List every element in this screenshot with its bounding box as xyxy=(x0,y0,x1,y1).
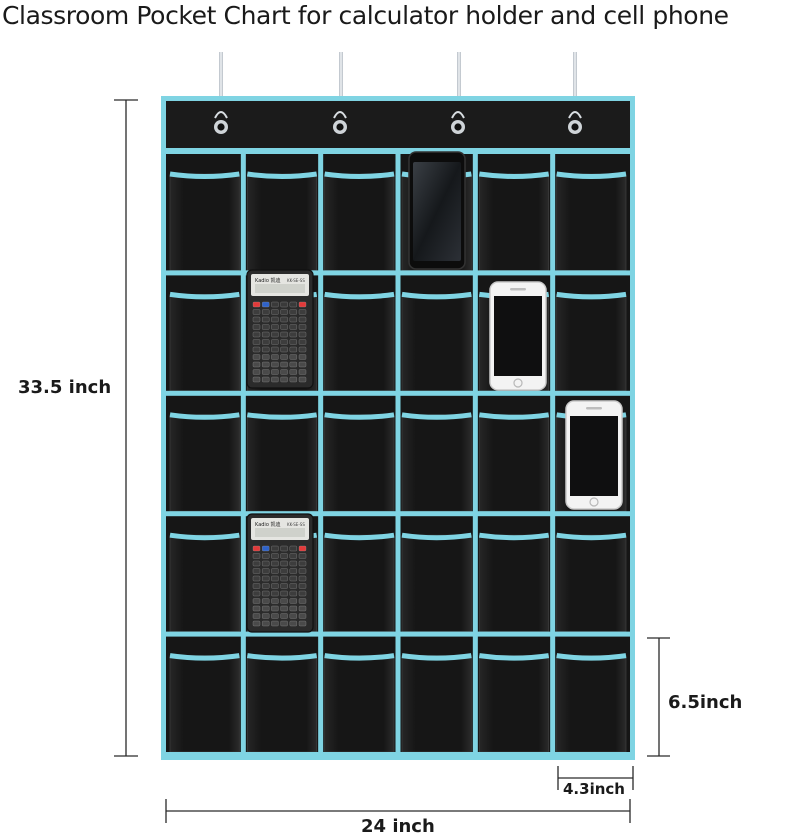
column-seam xyxy=(240,154,246,756)
height-label: 33.5 inch xyxy=(18,377,112,398)
svg-text:KK-SE-SS: KK-SE-SS xyxy=(287,522,305,527)
clear-pocket xyxy=(169,655,240,753)
phone-white-1 xyxy=(489,281,547,391)
svg-text:Kadio 凯迪: Kadio 凯迪 xyxy=(255,521,280,528)
pocket-top-trim xyxy=(401,653,472,661)
pocket-top-trim xyxy=(478,412,550,420)
pocket-top-trim xyxy=(324,291,395,300)
pocket-top-trim xyxy=(169,532,240,541)
pocket-top-trim xyxy=(401,532,472,541)
width-dimension-line xyxy=(165,799,631,823)
pocket-top-trim xyxy=(478,171,550,179)
clear-pocket xyxy=(324,414,395,512)
clear-pocket xyxy=(556,534,627,633)
pocket-top-trim xyxy=(556,291,627,300)
svg-text:Kadio 凯迪: Kadio 凯迪 xyxy=(255,277,280,284)
pocket-height-dimension-line xyxy=(647,637,670,757)
pocket-top-trim xyxy=(556,653,627,661)
pocket-top-trim xyxy=(324,532,395,541)
pocket-width-dimension-line xyxy=(557,766,634,790)
clear-pocket xyxy=(556,655,627,753)
clear-pocket xyxy=(478,414,550,512)
page-title: Classroom Pocket Chart for calculator ho… xyxy=(2,1,729,30)
phone-white-2 xyxy=(565,400,623,510)
clear-pocket xyxy=(169,534,240,633)
clear-pocket xyxy=(324,655,395,753)
phone-black xyxy=(408,151,466,270)
clear-pocket xyxy=(401,414,472,512)
pocket-grid xyxy=(163,154,633,757)
pocket-top-trim xyxy=(246,171,318,179)
calculator-2: Kadio 凯迪 KK-SE-SS xyxy=(246,513,314,633)
grommets xyxy=(214,111,582,134)
svg-text:KK-SE-SS: KK-SE-SS xyxy=(287,278,305,283)
column-seam xyxy=(550,154,556,756)
clear-pocket xyxy=(478,173,550,271)
pocket-top-trim xyxy=(556,171,627,179)
clear-pocket xyxy=(401,293,472,392)
clear-pocket xyxy=(478,655,550,753)
pocket-top-trim xyxy=(324,412,395,420)
clear-pocket xyxy=(324,173,395,271)
clear-pocket xyxy=(478,534,550,633)
pocket-top-trim xyxy=(556,532,627,541)
pocket-top-trim xyxy=(324,653,395,661)
pocket-top-trim xyxy=(246,653,318,661)
width-label: 24 inch xyxy=(361,816,435,837)
column-seam xyxy=(472,154,478,756)
pocket-width-label: 4.3inch xyxy=(563,780,625,798)
column-seam xyxy=(395,154,401,756)
clear-pocket xyxy=(556,173,627,271)
clear-pocket xyxy=(324,534,395,633)
pocket-top-trim xyxy=(324,171,395,179)
pocket-top-trim xyxy=(169,412,240,420)
clear-pocket xyxy=(401,534,472,633)
pocket-top-trim xyxy=(401,412,472,420)
clear-pocket xyxy=(246,414,318,512)
clear-pocket xyxy=(246,173,318,271)
column-seam xyxy=(318,154,324,756)
clear-pocket xyxy=(169,173,240,271)
pocket-top-trim xyxy=(401,291,472,300)
pocket-top-trim xyxy=(169,171,240,179)
clear-pocket xyxy=(556,293,627,392)
pocket-top-trim xyxy=(246,412,318,420)
pocket-height-label: 6.5inch xyxy=(668,692,743,713)
pocket-top-trim xyxy=(169,291,240,300)
clear-pocket xyxy=(401,655,472,753)
calculator-1: Kadio 凯迪 KK-SE-SS xyxy=(246,269,314,389)
pocket-chart: Kadio 凯迪 KK-SE-SS Kadio 凯迪 KK-SE-SS xyxy=(161,96,635,760)
clear-pocket xyxy=(246,655,318,753)
pocket-top-trim xyxy=(478,653,550,661)
clear-pocket xyxy=(324,293,395,392)
height-dimension-line xyxy=(114,99,138,757)
hanging-hooks xyxy=(219,52,577,124)
pocket-top-trim xyxy=(478,532,550,541)
pocket-top-trim xyxy=(169,653,240,661)
clear-pocket xyxy=(169,293,240,392)
clear-pocket xyxy=(169,414,240,512)
